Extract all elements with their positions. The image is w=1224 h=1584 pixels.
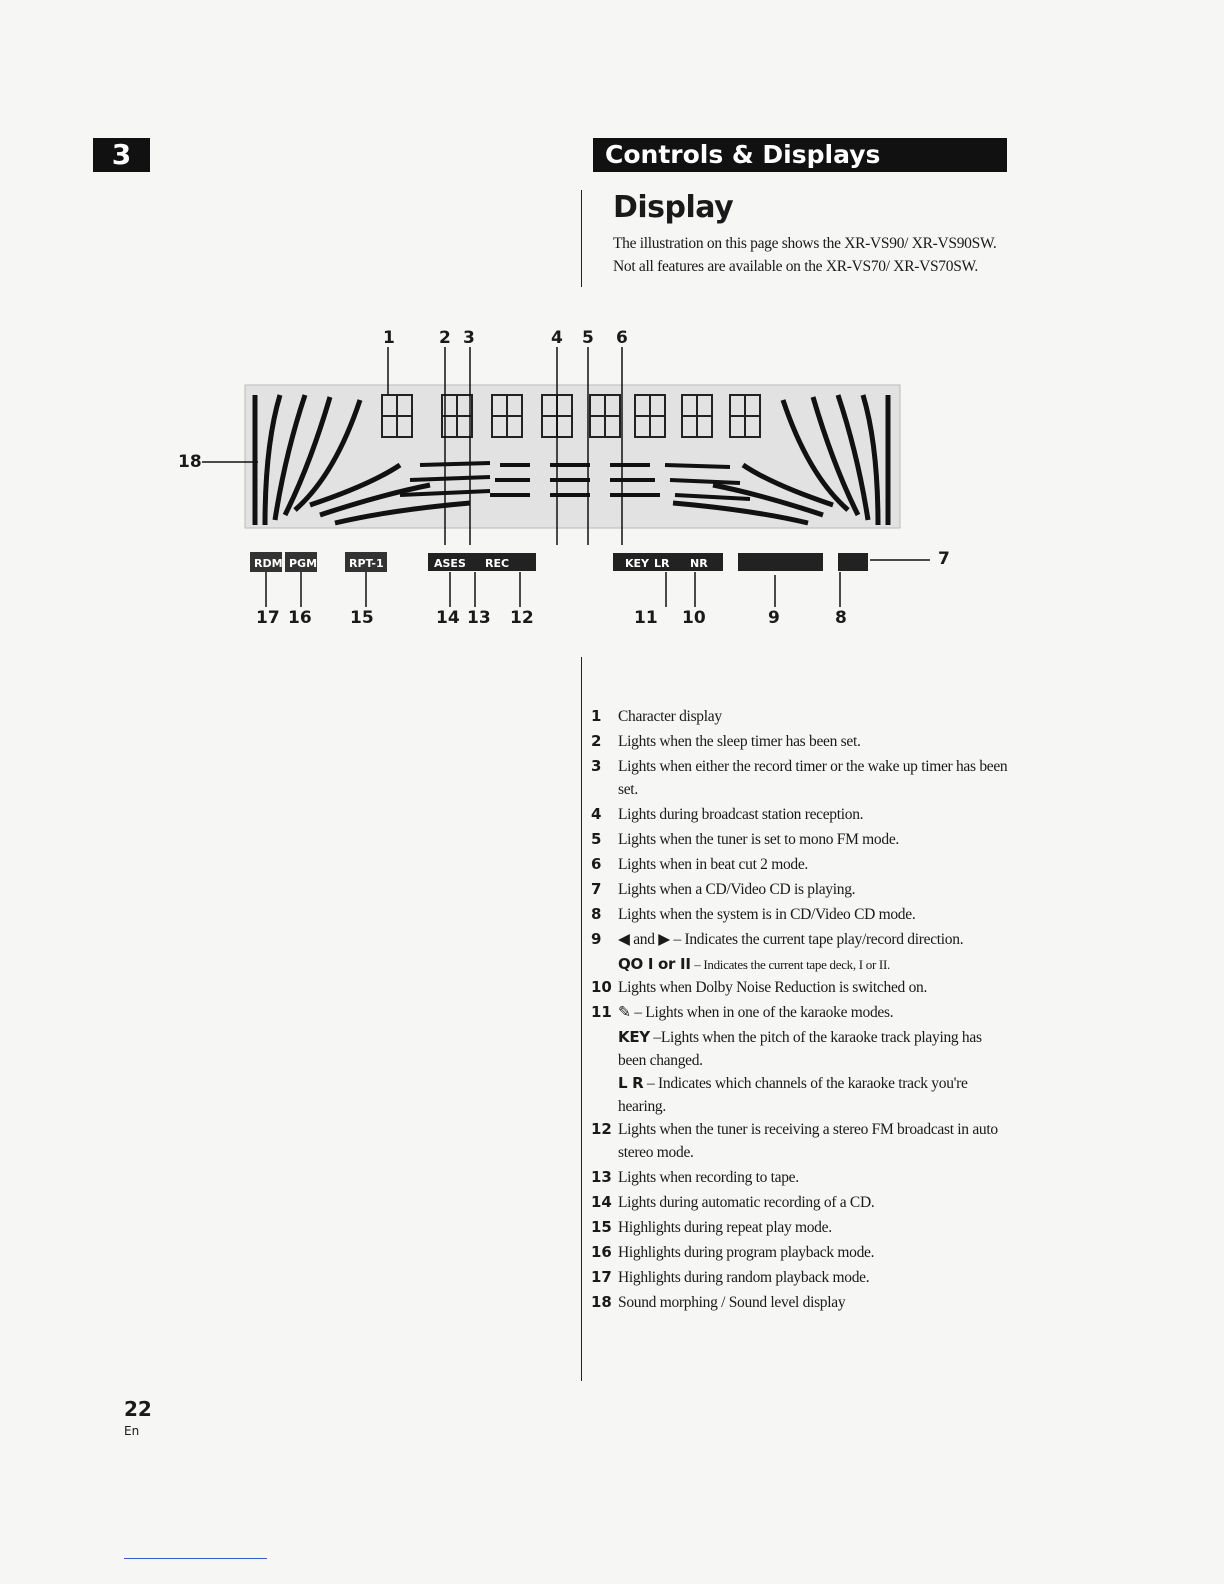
legend-subitem-lr: L R – Indicates which channels of the ka… <box>618 1074 968 1115</box>
display-panel-drawing: RDM PGM RPT-1 ASES REC KEY LR NR <box>202 347 930 607</box>
divider <box>581 190 582 287</box>
legend-subitem-tape: QO I or II – Indicates the current tape … <box>618 955 890 973</box>
callout-9: 9 <box>768 608 780 628</box>
callout-18: 18 <box>178 452 202 472</box>
callout-1: 1 <box>383 328 395 348</box>
ases-rec-indicator <box>428 553 536 571</box>
callout-4: 4 <box>551 328 563 348</box>
microphone-icon: ✎ <box>618 1004 631 1021</box>
pgm-indicator <box>285 552 317 572</box>
rdm-indicator <box>250 552 282 572</box>
leader-lines <box>202 347 930 607</box>
page-number: 22 <box>124 1397 152 1421</box>
display-illustration: RDM PGM RPT-1 ASES REC KEY LR NR <box>170 325 970 635</box>
legend-item: 9◀ and ▶ – Indicates the current tape pl… <box>591 930 964 948</box>
callout-13: 13 <box>467 608 491 628</box>
callout-10: 10 <box>682 608 706 628</box>
footer-rule <box>124 1558 267 1559</box>
indicator-row <box>250 552 868 572</box>
cd-indicator <box>838 553 868 571</box>
divider <box>581 657 582 1381</box>
callout-12: 12 <box>510 608 534 628</box>
section-title: Controls & Displays <box>593 138 1007 172</box>
callout-15: 15 <box>350 608 374 628</box>
callout-7: 7 <box>938 549 950 569</box>
lr-label: LR <box>654 557 670 570</box>
page-heading: Display <box>613 190 734 225</box>
callout-6: 6 <box>616 328 628 348</box>
sound-level-left-arcs <box>252 394 471 526</box>
callout-17: 17 <box>256 608 280 628</box>
callout-16: 16 <box>288 608 312 628</box>
callout-5: 5 <box>582 328 594 348</box>
ases-label: ASES <box>434 557 466 570</box>
rdm-label: RDM <box>254 557 283 570</box>
legend-subitem-key: KEY –Lights when the pitch of the karaok… <box>618 1028 982 1069</box>
nr-label: NR <box>690 557 708 570</box>
tape-indicator <box>738 553 823 571</box>
intro-text: The illustration on this page shows the … <box>613 235 997 275</box>
callout-14: 14 <box>436 608 460 628</box>
legend-item: 11✎ – Lights when in one of the karaoke … <box>591 1003 894 1021</box>
callout-2: 2 <box>439 328 451 348</box>
callout-11: 11 <box>634 608 658 628</box>
sound-level-right-arcs <box>672 394 891 526</box>
rpt-indicator <box>345 552 387 572</box>
chapter-number: 3 <box>93 138 150 172</box>
key-label: KEY <box>625 557 650 570</box>
rec-label: REC <box>485 557 509 570</box>
page-language: En <box>124 1424 140 1438</box>
key-nr-indicator <box>613 553 723 571</box>
rpt-label: RPT-1 <box>349 557 384 570</box>
callout-3: 3 <box>463 328 475 348</box>
character-display <box>381 394 761 438</box>
callout-8: 8 <box>835 608 847 628</box>
pgm-label: PGM <box>289 557 317 570</box>
